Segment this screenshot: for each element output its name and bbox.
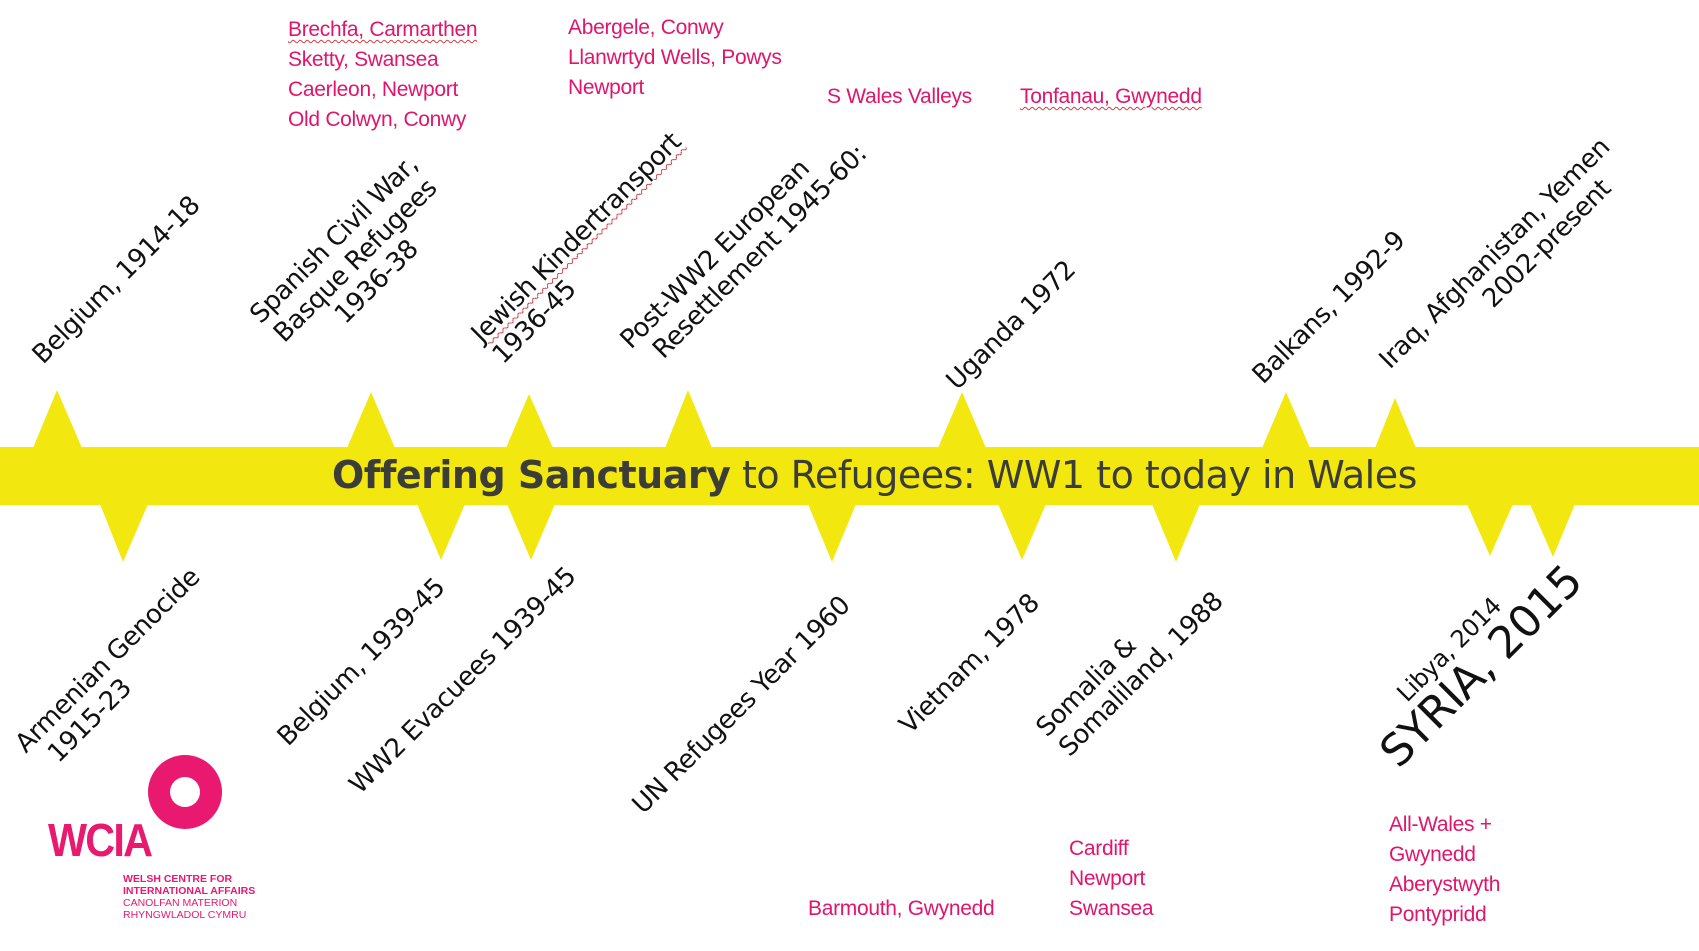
- location-item: All-Wales +: [1389, 813, 1492, 836]
- location-item: Caerleon, Newport: [288, 78, 458, 101]
- locations-spanish: Brechfa, Carmarthen Sketty, Swansea Caer…: [288, 15, 478, 135]
- title-bold: Offering Sanctuary: [332, 453, 731, 497]
- locations-uganda: Tonfanau, Gwynedd: [1020, 82, 1202, 112]
- locations-somalia: Cardiff Newport Swansea: [1069, 834, 1154, 924]
- wcia-logo: WCIA WELSH CENTRE FOR INTERNATIONAL AFFA…: [48, 755, 258, 925]
- logo-subtitle: WELSH CENTRE FOR INTERNATIONAL AFFAIRS C…: [123, 873, 256, 921]
- location-item: S Wales Valleys: [827, 85, 972, 108]
- title-regular: to Refugees: WW1 to today in Wales: [730, 453, 1417, 497]
- timeline-title: Offering Sanctuary to Refugees: WW1 to t…: [332, 453, 1417, 497]
- location-item: Old Colwyn, Conwy: [288, 108, 467, 131]
- location-item: Pontypridd: [1389, 903, 1487, 926]
- location-item: Newport: [1069, 867, 1146, 890]
- locations-kindertransport: Abergele, Conwy Llanwrtyd Wells, Powys N…: [568, 13, 782, 103]
- location-item: Swansea: [1069, 897, 1154, 920]
- location-item: Aberystwyth: [1389, 873, 1501, 896]
- location-item: Tonfanau, Gwynedd: [1020, 85, 1202, 108]
- locations-post-ww2: S Wales Valleys: [827, 82, 972, 112]
- location-item: Brechfa, Carmarthen: [288, 18, 478, 41]
- logo-acronym: WCIA: [48, 814, 153, 866]
- location-item: Cardiff: [1069, 837, 1129, 860]
- locations-syria: All-Wales + Gwynedd Aberystwyth Pontypri…: [1389, 810, 1500, 930]
- location-item: Newport: [568, 76, 645, 99]
- location-item: Barmouth, Gwynedd: [808, 897, 995, 920]
- location-item: Llanwrtyd Wells, Powys: [568, 46, 782, 69]
- locations-vietnam: Barmouth, Gwynedd: [808, 894, 995, 924]
- logo-ring-icon: [148, 755, 222, 829]
- location-item: Gwynedd: [1389, 843, 1476, 866]
- location-item: Abergele, Conwy: [568, 16, 724, 39]
- location-item: Sketty, Swansea: [288, 48, 439, 71]
